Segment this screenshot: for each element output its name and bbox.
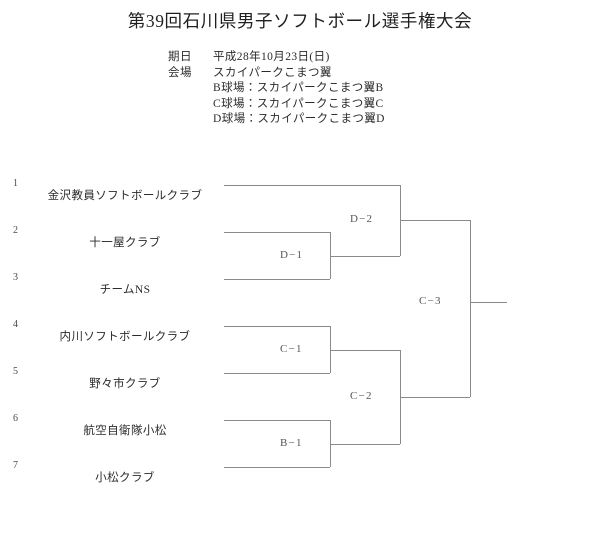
event-date-label: 期日 — [168, 51, 192, 63]
feed-line-team-6 — [224, 420, 330, 421]
team-name-3: チームNS — [99, 284, 151, 296]
event-date-row: 期日 平成28年10月23日(日) — [168, 50, 385, 66]
seed-number-4: 4 — [13, 319, 18, 330]
seed-number-2: 2 — [13, 225, 18, 236]
team-name-1: 金沢教員ソフトボールクラブ — [47, 190, 203, 202]
seed-number-3: 3 — [13, 272, 18, 283]
feed-line-team-1 — [224, 185, 400, 186]
match-label-c3: C−3 — [419, 295, 442, 307]
venue-sub-b: B球場：スカイパークこまつ翼B — [213, 82, 384, 94]
winner-line-b1 — [330, 443, 400, 445]
match-label-c2: C−2 — [350, 390, 373, 402]
match-label-d2: D−2 — [350, 213, 374, 225]
winner-line-d1 — [330, 255, 400, 257]
seed-number-7: 7 — [13, 460, 18, 471]
event-venue-row: 会場 スカイパークこまつ翼 — [168, 66, 385, 82]
match-label-c1: C−1 — [280, 343, 303, 355]
event-info-block: 期日 平成28年10月23日(日) 会場 スカイパークこまつ翼 B球場：スカイパ… — [168, 50, 385, 128]
match-label-b1: B−1 — [280, 437, 303, 449]
team-name-7: 小松クラブ — [95, 472, 155, 484]
feed-line-team-7 — [224, 467, 330, 468]
bracket-join-c3 — [470, 220, 471, 397]
seed-number-1: 1 — [13, 178, 18, 189]
seed-number-5: 5 — [13, 366, 18, 377]
event-venue-label: 会場 — [168, 66, 192, 79]
event-venue-value: スカイパークこまつ翼 — [213, 66, 332, 79]
event-date-value: 平成28年10月23日(日) — [213, 51, 330, 63]
feed-line-team-2 — [224, 232, 330, 233]
feed-line-team-4 — [224, 326, 330, 327]
feed-line-team-5 — [224, 373, 330, 374]
venue-sub-d: D球場：スカイパークこまつ翼D — [213, 113, 385, 125]
winner-line-c2 — [400, 396, 470, 398]
team-name-5: 野々市クラブ — [89, 378, 161, 390]
page-title: 第39回石川県男子ソフトボール選手権大会 — [127, 11, 473, 31]
team-name-2: 十一屋クラブ — [89, 237, 161, 249]
winner-line-c1 — [330, 349, 400, 351]
venue-sub-c: C球場：スカイパークこまつ翼C — [213, 97, 384, 110]
champion-line — [470, 302, 507, 303]
team-name-4: 内川ソフトボールクラブ — [59, 331, 191, 343]
team-name-6: 航空自衛隊小松 — [83, 425, 167, 437]
feed-line-team-3 — [224, 279, 330, 280]
seed-number-6: 6 — [13, 413, 18, 424]
match-label-d1: D−1 — [280, 249, 304, 261]
winner-line-d2 — [400, 220, 470, 221]
